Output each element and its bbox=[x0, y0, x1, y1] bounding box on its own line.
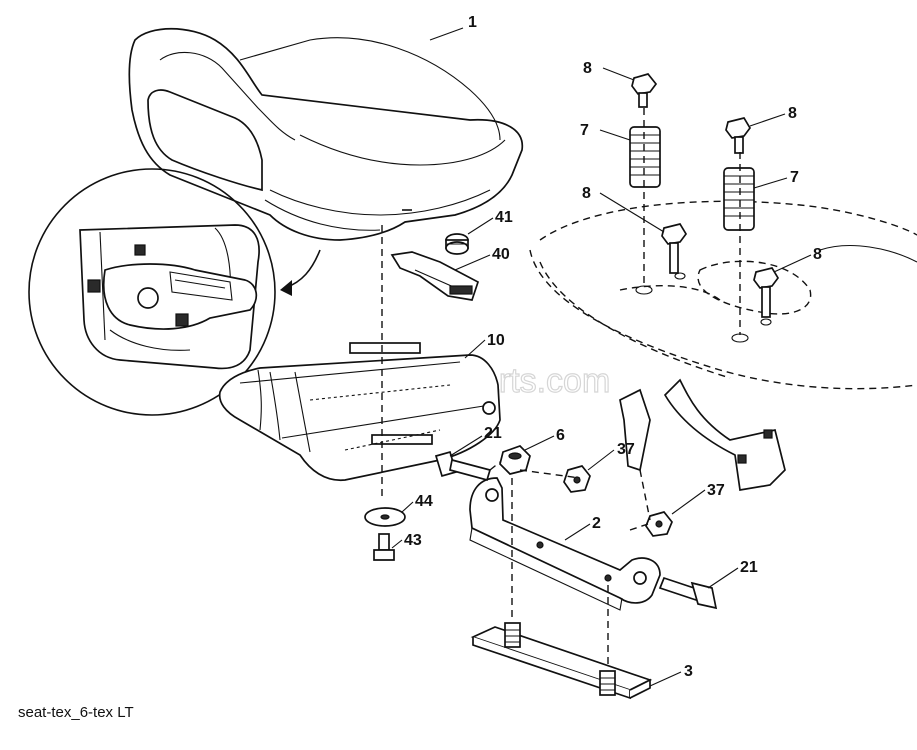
part-41-spring bbox=[445, 233, 469, 255]
assembly-lines bbox=[381, 108, 772, 668]
part-10-seat-pan bbox=[218, 342, 501, 481]
label-7: 7 bbox=[580, 122, 589, 139]
label-8: 8 bbox=[582, 185, 591, 202]
part-7-spring-left bbox=[629, 126, 661, 188]
part-43-bolt bbox=[373, 533, 395, 561]
part-6-nut bbox=[499, 445, 531, 475]
diagram-caption: seat-tex_6-tex LT bbox=[18, 704, 134, 721]
leader-lines bbox=[391, 27, 812, 687]
label-8: 8 bbox=[788, 105, 797, 122]
label-2: 2 bbox=[592, 515, 601, 532]
part-2-bracket bbox=[469, 477, 661, 611]
part-40-clip bbox=[390, 251, 480, 301]
label-21: 21 bbox=[740, 559, 758, 576]
seat bbox=[128, 27, 524, 241]
label-8: 8 bbox=[813, 246, 822, 263]
part-8-bolt-top-left bbox=[631, 73, 658, 108]
part-8-bolt-top-right bbox=[725, 117, 752, 154]
label-6: 6 bbox=[556, 427, 565, 444]
part-8-bolt-low bbox=[753, 267, 780, 318]
part-21-bolt-right bbox=[658, 576, 718, 610]
label-37: 37 bbox=[707, 482, 725, 499]
label-3: 3 bbox=[684, 663, 693, 680]
fender-bracket bbox=[619, 378, 786, 521]
label-41: 41 bbox=[495, 209, 513, 226]
label-44: 44 bbox=[415, 493, 433, 510]
part-44-washer bbox=[364, 507, 406, 527]
fender-body bbox=[529, 200, 917, 390]
label-40: 40 bbox=[492, 246, 510, 263]
part-7-spring-right bbox=[723, 167, 755, 231]
label-1: 1 bbox=[468, 14, 477, 31]
detail-arrow-head bbox=[280, 280, 292, 296]
part-37-nut-upper bbox=[563, 465, 591, 493]
part-8-bolt-mid bbox=[661, 223, 688, 274]
label-7: 7 bbox=[790, 169, 799, 186]
part-labels: 1 8 7 8 7 8 8 41 40 10 21 6 37 37 2 21 4… bbox=[404, 14, 822, 680]
label-37: 37 bbox=[617, 441, 635, 458]
part-37-nut-lower bbox=[645, 511, 673, 537]
label-43: 43 bbox=[404, 532, 422, 549]
part-3-plate bbox=[470, 622, 653, 700]
detail-inset bbox=[28, 168, 276, 416]
label-21: 21 bbox=[484, 425, 502, 442]
part-21-bolt-left bbox=[434, 450, 492, 482]
label-10: 10 bbox=[487, 332, 505, 349]
label-8: 8 bbox=[583, 60, 592, 77]
